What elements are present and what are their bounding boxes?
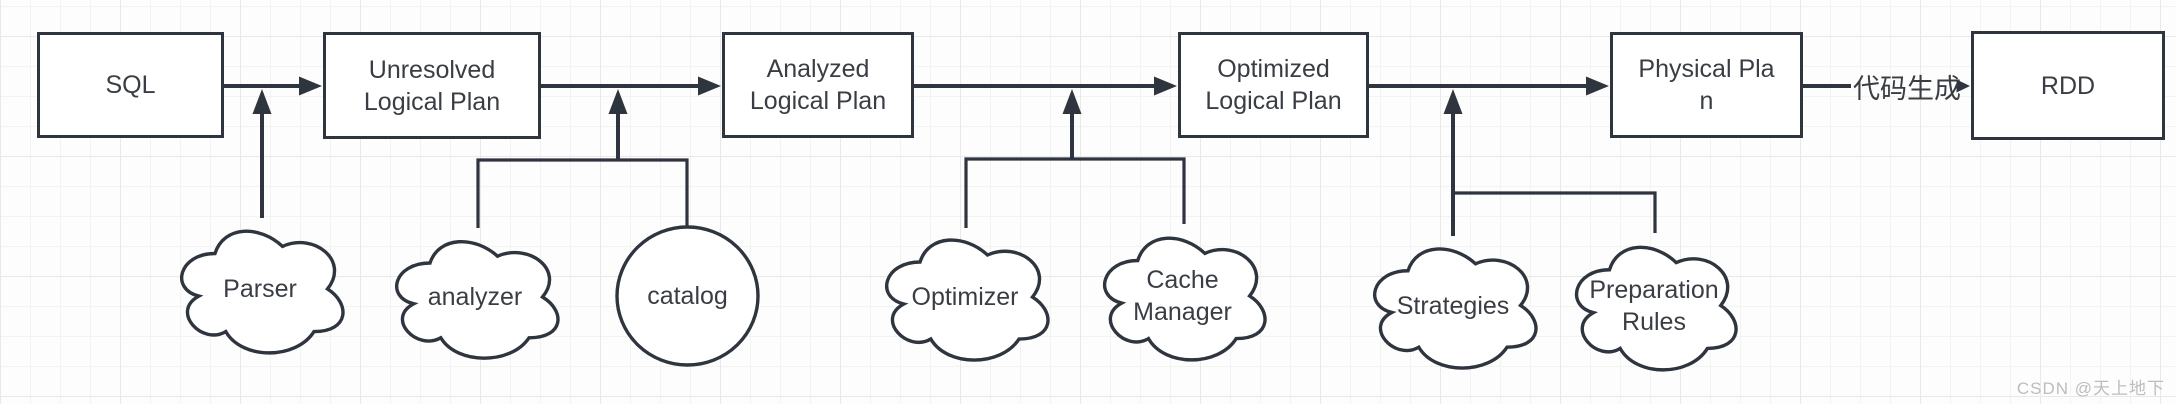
arrowhead-strategies-up	[1443, 89, 1463, 114]
catalog-ellipse-shape	[615, 225, 760, 367]
arrowhead-into-physical	[1586, 76, 1609, 96]
node-unresolved-logical-plan-label: Unresolved Logical Plan	[363, 55, 501, 116]
node-optimized-logical-plan-label: Optimized Logical Plan	[1205, 55, 1342, 115]
node-rdd: RDD	[1971, 31, 2165, 140]
node-unresolved-logical-plan: Unresolved Logical Plan	[323, 32, 541, 139]
cache-manager-cloud-shape	[1105, 238, 1265, 360]
bracket-optimizer-cache	[964, 157, 1186, 228]
bracket-analyzer-catalog	[476, 158, 689, 228]
arrowhead-parser-up	[252, 89, 272, 114]
arrowhead-into-rdd	[1956, 79, 1970, 93]
arrowhead-into-unresolved	[299, 76, 322, 96]
node-optimized-logical-plan: Optimized Logical Plan	[1178, 32, 1369, 138]
parser-cloud-shape	[182, 231, 343, 353]
arrowhead-analyzer-catalog-up	[608, 89, 628, 114]
arrowhead-into-analyzed	[698, 76, 721, 96]
arrowheads	[252, 76, 1970, 114]
support-arrows	[260, 110, 1455, 236]
edge-label-code-generation: 代码生成	[1849, 69, 1965, 104]
edge-label-code-generation-text: 代码生成	[1853, 73, 1961, 104]
node-physical-plan-label: Physical Pla n	[1638, 55, 1775, 115]
node-analyzed-logical-plan: Analyzed Logical Plan	[722, 32, 914, 138]
node-rdd-label: RDD	[2040, 71, 2096, 100]
node-physical-plan: Physical Pla n	[1610, 32, 1803, 138]
arrowhead-into-optimized	[1154, 76, 1177, 96]
analyzer-cloud-shape	[397, 242, 558, 359]
node-sql-label: SQL	[105, 71, 156, 99]
watermark-text: CSDN @天上地下	[2016, 379, 2165, 398]
preparation-rules-cloud-shape	[1577, 247, 1736, 370]
strategies-cloud-shape	[1375, 249, 1536, 368]
support-shapes	[182, 225, 1736, 370]
connector-brackets	[476, 157, 1657, 233]
node-analyzed-logical-plan-label: Analyzed Logical Plan	[749, 55, 887, 115]
node-sql: SQL	[37, 32, 224, 138]
optimizer-cloud-shape	[887, 240, 1048, 360]
bracket-preparation-rules	[1453, 191, 1657, 233]
arrowhead-optimizer-cache-up	[1062, 89, 1082, 114]
